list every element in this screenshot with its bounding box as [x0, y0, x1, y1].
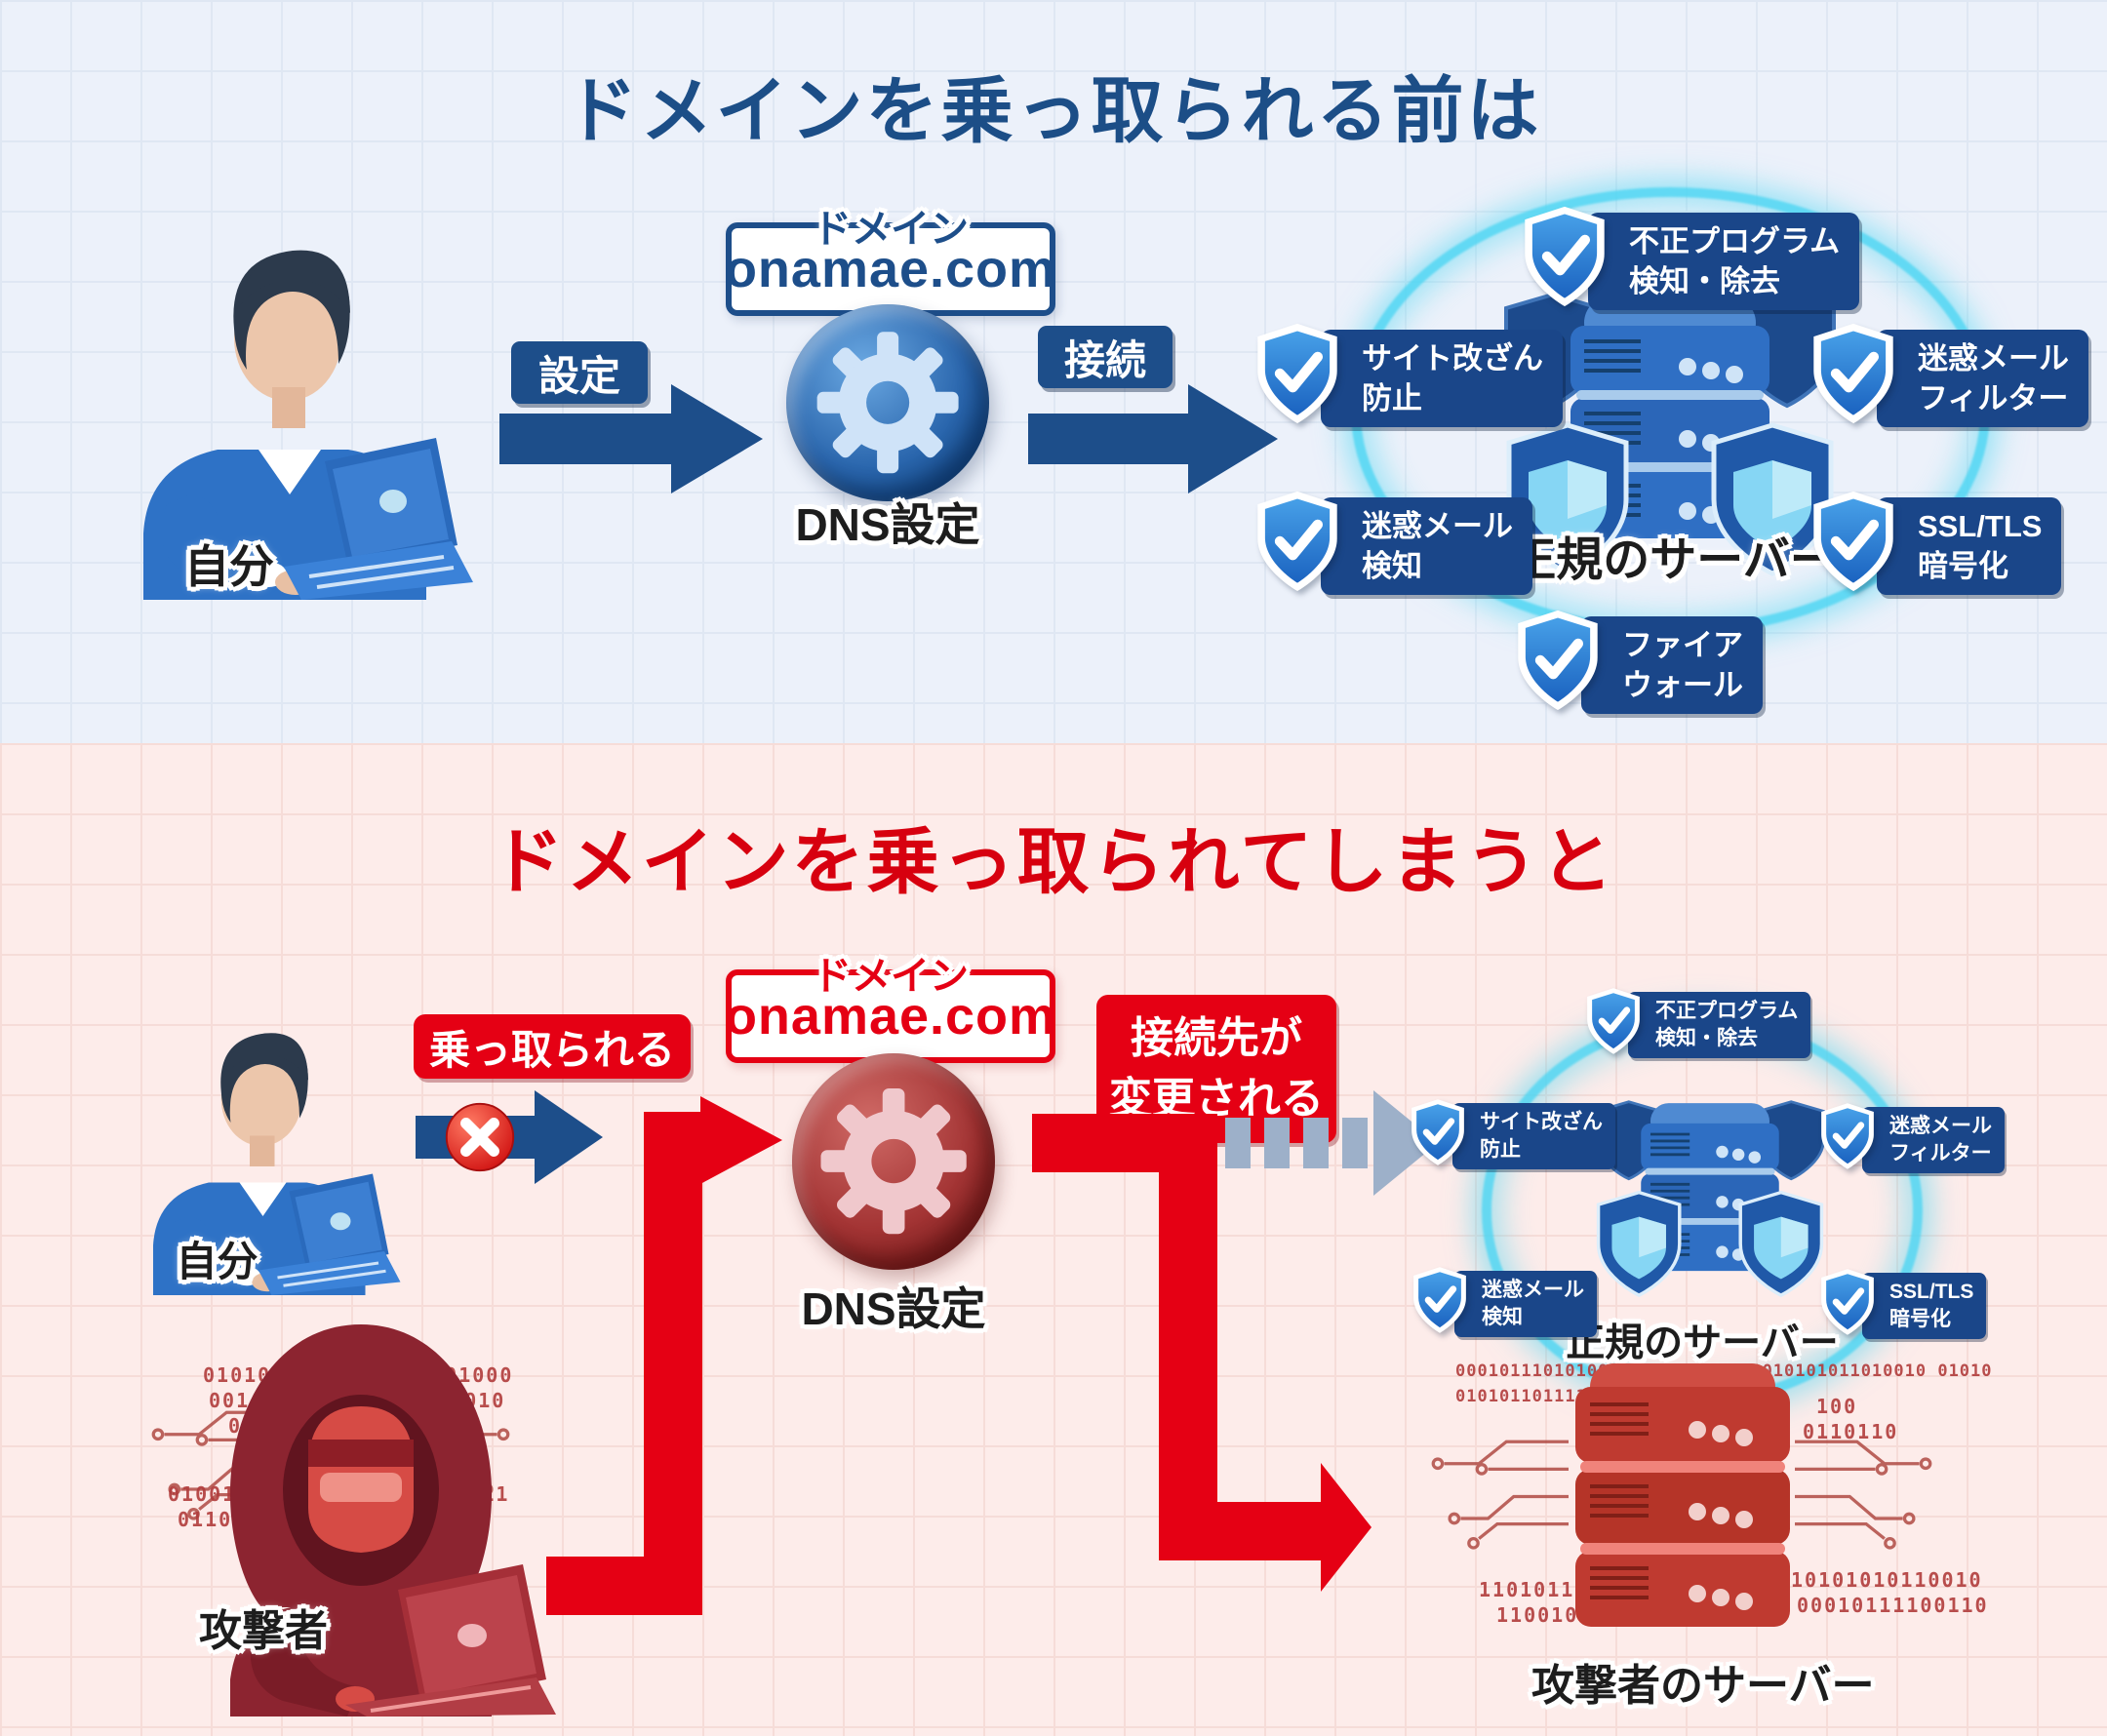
badge-line: ウォール	[1622, 668, 1743, 702]
after-title: ドメインを乗っ取られてしまうと	[491, 821, 1616, 902]
user-label: 自分	[176, 1239, 258, 1284]
badge-line: 迷惑メール	[1482, 1279, 1584, 1301]
badge-line: 迷惑メール	[1362, 509, 1513, 543]
badge-line: SSL/TLS	[1918, 509, 2043, 543]
arrow-right-icon	[499, 384, 763, 493]
badge-line: フィルター	[1918, 381, 2069, 415]
shield-check-icon	[1816, 1102, 1879, 1170]
attacker-server-illustration	[1522, 1363, 1844, 1656]
badge-line: 検知・除去	[1629, 264, 1780, 298]
badge-line: 検知	[1482, 1306, 1523, 1328]
badge-line: 迷惑メール	[1918, 341, 2069, 375]
hijack-label: 乗っ取られる	[414, 1014, 691, 1079]
shield-check-icon	[1409, 1266, 1471, 1334]
binary-text: 100	[1816, 1395, 1858, 1418]
badge-line: 検知・除去	[1655, 1027, 1758, 1049]
badge-ssl-tls: SSL/TLS 暗号化	[1816, 1268, 1987, 1339]
badge-line: サイト改ざん	[1480, 1111, 1603, 1133]
shield-check-icon	[1511, 609, 1605, 712]
badge-spam-filter: 迷惑メールフィルター	[1807, 322, 2088, 427]
connect-label: 接続	[1038, 326, 1173, 388]
shield-check-icon	[1407, 1098, 1469, 1166]
setup-label: 設定	[511, 341, 648, 404]
user-label: 自分	[184, 541, 274, 592]
binary-text: 10101010110010	[1791, 1568, 1983, 1592]
binary-text: 0110110	[1803, 1420, 1899, 1443]
attacker-label: 攻撃者	[199, 1607, 328, 1655]
attacker-server-label: 攻撃者のサーバー	[1531, 1662, 1875, 1710]
binary-text: 00010111100110	[1797, 1594, 1989, 1617]
badge-line: 暗号化	[1889, 1308, 1951, 1330]
badge-spam-detection: 迷惑メール検知	[1409, 1266, 1597, 1337]
redirect-line: 接続先が	[1131, 1014, 1302, 1062]
legit-server-label: 正規のサーバー	[1566, 1322, 1839, 1364]
shield-check-icon	[1807, 322, 1900, 425]
domain-box: ドメイン onamae.com	[724, 955, 1057, 1063]
hijack-elbow-arrow-icon	[546, 1096, 782, 1615]
shield-check-icon	[1251, 490, 1344, 593]
badge-line: フィルター	[1889, 1142, 1992, 1164]
badge-line: 迷惑メール	[1889, 1115, 1992, 1137]
badge-line: 不正プログラム	[1629, 224, 1841, 258]
badge-malware-detection: 不正プログラム検知・除去	[1582, 987, 1811, 1058]
badge-line: 暗号化	[1918, 549, 2008, 583]
dashed-arrow-icon	[1225, 1090, 1438, 1196]
shield-check-icon	[1518, 205, 1611, 308]
before-title: ドメインを乗っ取られる前は	[565, 70, 1542, 151]
badge-tamper-prevention: サイト改ざん防止	[1251, 322, 1563, 427]
binary-text: 001	[209, 1389, 251, 1412]
shield-check-icon	[1816, 1268, 1879, 1336]
shield-check-icon	[1807, 490, 1900, 593]
shield-check-icon	[1251, 322, 1344, 425]
shield-check-icon	[1582, 987, 1645, 1055]
badge-malware-detection: 不正プログラム検知・除去	[1518, 205, 1860, 310]
badge-line: 検知	[1362, 549, 1422, 583]
badge-line: 不正プログラム	[1655, 1000, 1799, 1022]
arrow-right-icon	[1028, 384, 1278, 493]
badge-line: 防止	[1362, 381, 1422, 415]
dns-label: DNS設定	[801, 1283, 986, 1334]
domain-name: onamae.com	[724, 240, 1057, 298]
dns-gear-icon	[792, 1053, 995, 1270]
badge-firewall: ファイアウォール	[1511, 609, 1763, 714]
badge-line: 防止	[1480, 1138, 1521, 1161]
legit-server-label: 正規のサーバー	[1509, 534, 1837, 586]
domain-caption: ドメイン	[813, 955, 969, 998]
domain-caption: ドメイン	[813, 208, 969, 251]
dns-gear-icon	[786, 304, 989, 501]
x-circle-icon	[443, 1100, 517, 1174]
badge-tamper-prevention: サイト改ざん防止	[1407, 1098, 1615, 1169]
badge-spam-filter: 迷惑メールフィルター	[1816, 1102, 2005, 1173]
badge-spam-detection: 迷惑メール検知	[1251, 490, 1532, 595]
domain-name: onamae.com	[724, 987, 1057, 1046]
badge-line: SSL/TLS	[1889, 1281, 1974, 1303]
redirect-elbow-arrow-icon	[1032, 1114, 1372, 1592]
badge-line: ファイア	[1622, 628, 1743, 662]
domain-box: ドメイン onamae.com	[724, 208, 1057, 316]
legit-server-illustration	[1588, 1092, 1832, 1302]
after-section: ドメインを乗っ取られてしまうと 自分 乗っ取られる ドメイン onamae.co…	[0, 743, 2107, 1736]
dns-label: DNS設定	[795, 499, 980, 550]
badge-ssl-tls: SSL/TLS 暗号化	[1807, 490, 2062, 595]
badge-line: サイト改ざん	[1362, 341, 1543, 375]
before-section: ドメインを乗っ取られる前は 自分 設定 ドメイン onamae.com DNS設…	[0, 0, 2107, 743]
